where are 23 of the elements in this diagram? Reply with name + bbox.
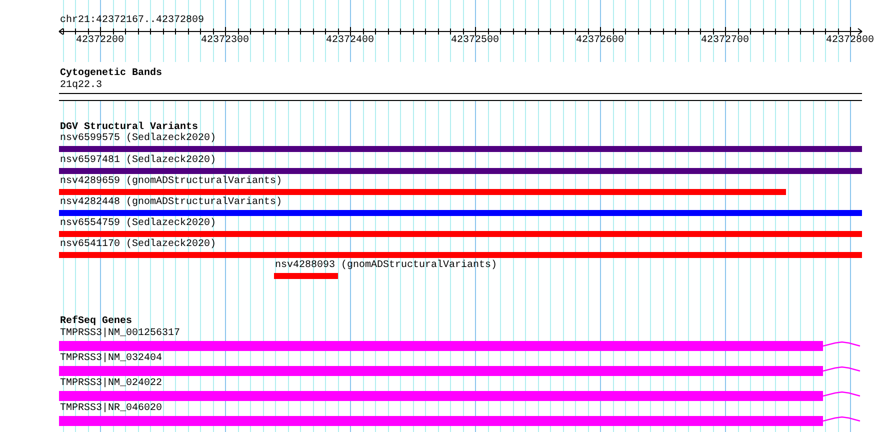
band-label: 21q22.3 xyxy=(60,80,102,91)
variant-label: nsv4282448 (gnomADStructuralVariants) xyxy=(60,197,282,208)
tick-label: 42372400 xyxy=(326,35,374,46)
variant-label: nsv4289659 (gnomADStructuralVariants) xyxy=(60,176,282,187)
transcript-label: TMPRSS3|NM_032404 xyxy=(60,353,162,364)
tick-label: 42372500 xyxy=(451,35,500,46)
variant-label: nsv6597481 (Sedlazeck2020) xyxy=(60,155,216,166)
track-title: DGV Structural Variants xyxy=(60,122,198,133)
transcript-label: TMPRSS3|NM_024022 xyxy=(60,378,162,389)
track-title: Cytogenetic Bands xyxy=(60,68,162,79)
tick-label: 42372600 xyxy=(576,35,624,46)
variant-label: nsv6599575 (Sedlazeck2020) xyxy=(60,133,216,144)
track-title: RefSeq Genes xyxy=(60,316,132,327)
transcript-label: TMPRSS3|NR_046020 xyxy=(60,403,162,414)
tick-label: 42372200 xyxy=(76,35,124,46)
tick-label: 42372800 xyxy=(826,35,874,46)
transcript-label: TMPRSS3|NM_001256317 xyxy=(60,328,180,339)
tick-label: 42372700 xyxy=(701,35,750,46)
location-label: chr21:42372167..42372809 xyxy=(60,15,204,26)
tick-label: 42372300 xyxy=(201,35,250,46)
variant-label: nsv4288093 (gnomADStructuralVariants) xyxy=(275,260,498,271)
variant-label: nsv6541170 (Sedlazeck2020) xyxy=(60,239,216,250)
variant-label: nsv6554759 (Sedlazeck2020) xyxy=(60,218,216,229)
